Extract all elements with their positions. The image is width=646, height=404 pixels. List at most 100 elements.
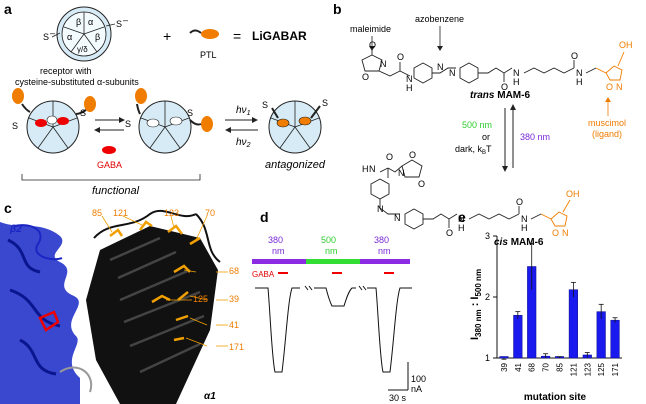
atom-label: N — [398, 168, 405, 178]
subunit-alpha-label: α — [67, 32, 72, 42]
beta2-subunit-label: β2 — [9, 224, 22, 235]
bar — [513, 315, 523, 359]
atom-label: H — [513, 77, 520, 87]
atom-label: O — [369, 40, 376, 50]
atom-label: N — [458, 214, 465, 224]
thiol-label: S — [125, 119, 131, 129]
functional-bracket — [21, 174, 201, 181]
equals-sign: = — [233, 28, 241, 44]
subunit-gamma-label: γ/δ — [77, 45, 88, 54]
light-step-nm: 500 — [321, 235, 336, 245]
wavelength-380-label: 380 nm — [520, 132, 550, 142]
muscimol-group — [595, 51, 625, 81]
receptor-top: β α β α γ/δ S – S – — [43, 6, 128, 62]
thermal-relax-label: dark, kBT — [455, 144, 492, 156]
atom-label: H — [458, 223, 465, 233]
y-tick-label: 1 — [485, 353, 490, 363]
cysteine-residues — [109, 220, 201, 342]
bound-ligand — [38, 310, 60, 332]
x-tick-label: 85 — [556, 362, 565, 371]
scalebar-time-value: 30 s — [389, 393, 407, 403]
x-axis-label: mutation site — [524, 392, 587, 403]
x-tick-label: 125 — [597, 362, 606, 376]
trans-name: trans MAM-6 — [470, 90, 530, 101]
atom-label: N — [513, 68, 520, 78]
ligand-label: (ligand) — [592, 129, 622, 139]
thiol-label: S — [80, 108, 86, 118]
residue-label: 121 — [113, 208, 128, 218]
gaba-application-label: GABA — [252, 270, 275, 279]
wavelength-500-label: 500 nm — [462, 120, 492, 130]
residue-label: 125 — [193, 294, 208, 304]
panel-d-label: d — [260, 209, 269, 225]
hv2-label: hν2 — [236, 137, 251, 149]
panel-d: d 380 nm 500 nm 380 nm GABA 100 nA 30 s — [252, 209, 426, 403]
hydroxyl-label: OH — [619, 40, 633, 50]
plus-sign: + — [163, 28, 171, 44]
panel-a: a β α β α γ/δ S – S – + = — [4, 1, 328, 197]
trans-mam6-structure — [361, 50, 597, 84]
atom-label: N — [576, 68, 583, 78]
receptor-caption-line2: cysteine-substituted α-subunits — [15, 77, 139, 87]
azobenzene-label: azobenzene — [415, 14, 464, 24]
light-step-nm: 380 — [268, 235, 283, 245]
light-step-nm: 380 — [374, 235, 389, 245]
atom-label: N — [369, 164, 376, 174]
y-tick-label: 2 — [485, 292, 490, 302]
atom-label: H — [576, 77, 583, 87]
atom-label: O — [409, 150, 416, 160]
subunit-alpha-label: α — [88, 17, 93, 27]
atom-label: H — [521, 223, 528, 233]
receptor-gaba-bound: S S — [12, 88, 96, 154]
light-step-unit: nm — [272, 246, 285, 256]
current-trace — [255, 285, 412, 373]
alpha1-subunit-label: α1 — [204, 391, 216, 402]
ligabar-label: LiGABAR — [252, 29, 307, 43]
atom-label: N — [449, 68, 456, 78]
x-tick-label: 68 — [528, 362, 537, 371]
light-bar-500 — [306, 259, 360, 264]
atom-label: H — [406, 83, 413, 93]
functional-label: functional — [92, 185, 140, 197]
atom-label: N — [437, 62, 444, 72]
panel-c: c — [0, 200, 244, 404]
x-tick-label: 41 — [514, 362, 523, 371]
subunit-beta-label: β — [76, 17, 81, 27]
atom-label: O — [418, 179, 425, 189]
atom-label: O — [362, 72, 369, 82]
gaba-pulse — [332, 272, 342, 274]
thiol-label: S — [262, 100, 268, 110]
panel-a-label: a — [4, 1, 12, 17]
receptor-antagonized: S S — [262, 98, 328, 154]
light-steps: 380 nm 500 nm 380 nm — [252, 235, 410, 264]
atom-label: O — [571, 51, 578, 61]
residue-label: 39 — [229, 294, 239, 304]
light-step-unit: nm — [325, 246, 338, 256]
atom-label: N — [394, 213, 401, 223]
receptor-caption-line1: receptor with — [40, 66, 92, 76]
thiol-label: S — [116, 19, 122, 29]
thiol-label: S — [322, 98, 328, 108]
residue-label: 41 — [229, 320, 239, 330]
x-tick-label: 123 — [583, 362, 592, 376]
bar — [568, 289, 578, 359]
atom-label: N — [377, 204, 384, 214]
panel-e-label: e — [458, 209, 466, 225]
x-tick-label: 121 — [569, 362, 578, 376]
gaba-ligand — [102, 146, 116, 154]
muscimol-group — [540, 199, 571, 227]
atom-label: N — [380, 59, 387, 69]
atom-label: N — [562, 228, 569, 238]
maleimide-label: maleimide — [350, 24, 391, 34]
ptl-label: PTL — [200, 50, 217, 60]
gaba-pulse — [384, 272, 394, 274]
residue-label: 70 — [205, 208, 215, 218]
hv1-label: hν1 — [236, 105, 251, 117]
atom-label: O — [397, 52, 404, 62]
or-label: or — [482, 132, 490, 142]
hydroxyl-label: OH — [566, 189, 580, 199]
residue-label: 85 — [92, 208, 102, 218]
x-tick-label: 39 — [500, 362, 509, 371]
atom-label: H — [362, 164, 369, 174]
